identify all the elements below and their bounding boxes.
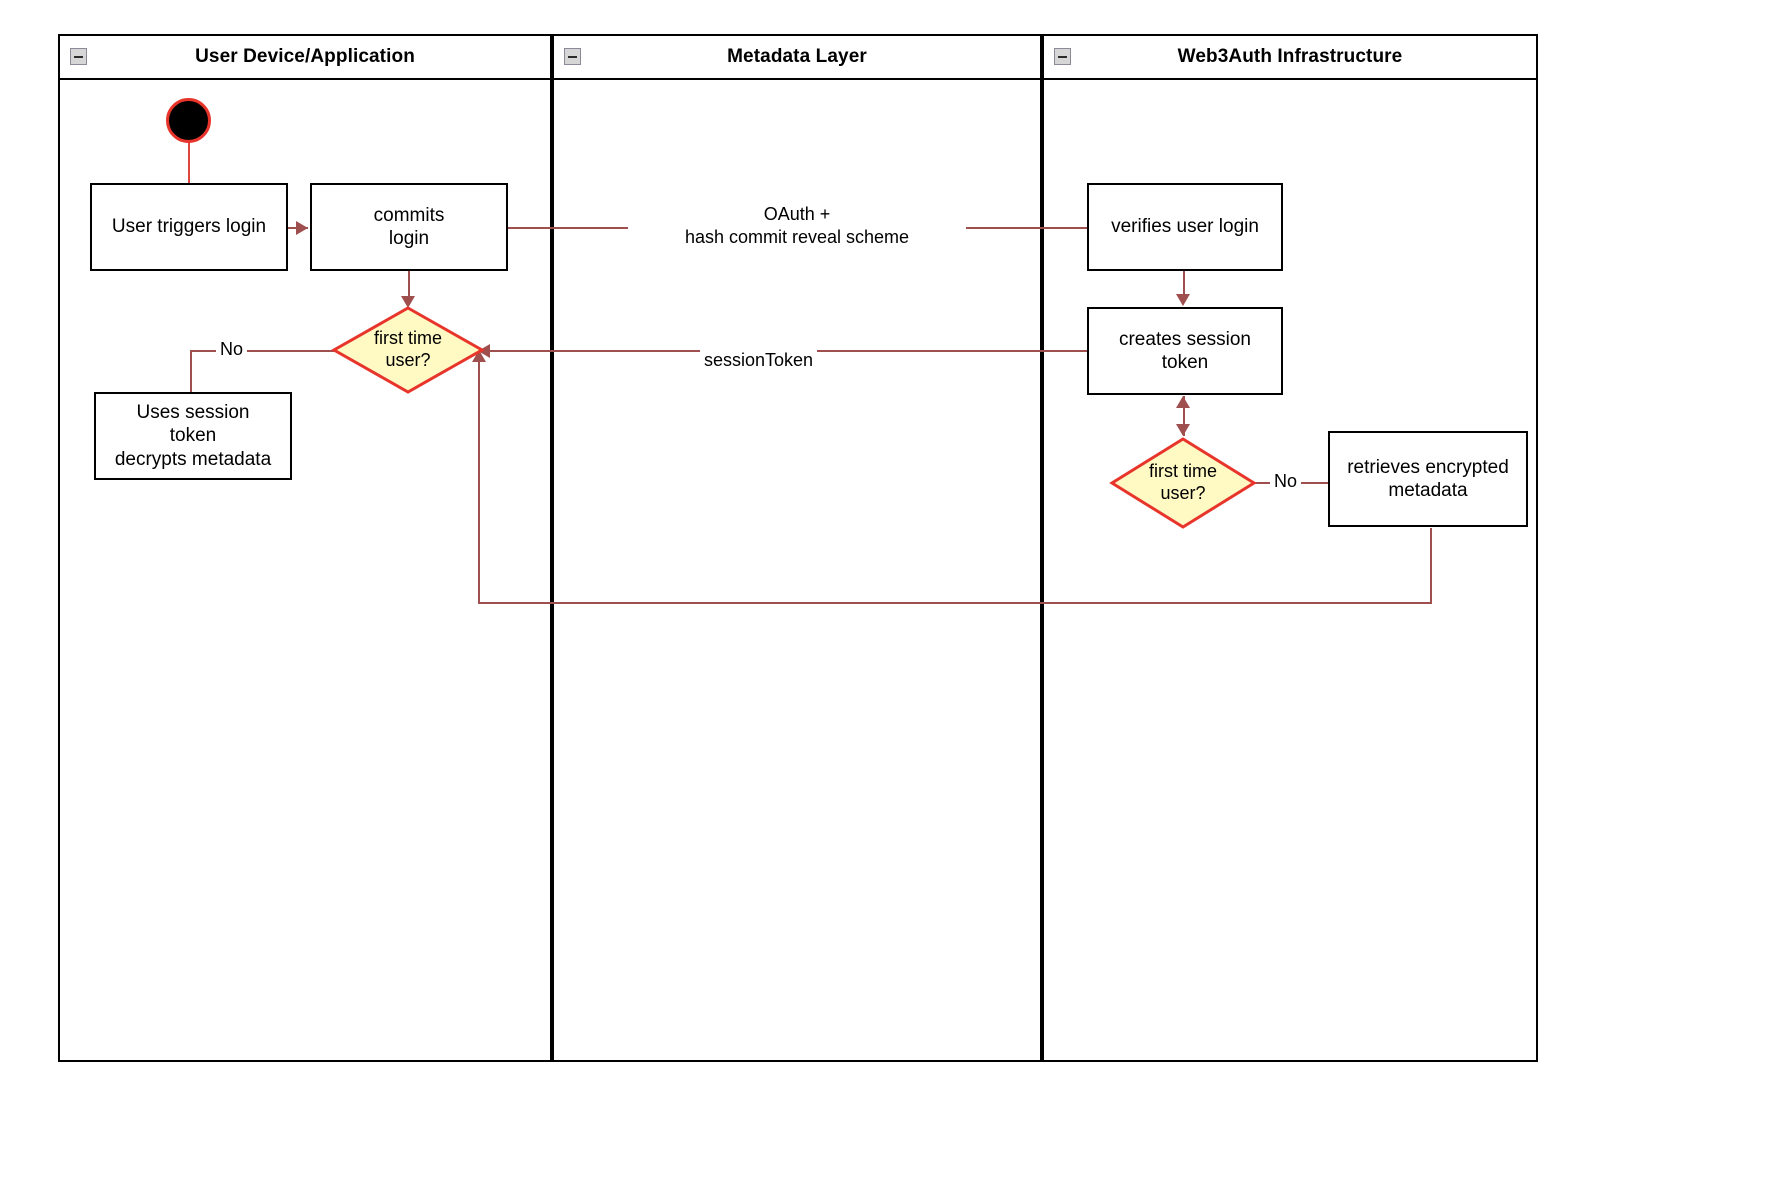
activity-creates-session-token[interactable]: creates session token xyxy=(1087,307,1283,395)
activity-commits-login-line2: login xyxy=(388,228,430,249)
edge-label-no-right: No xyxy=(1270,470,1302,493)
activity-retrieves-encrypted-metadata-line2: metadata xyxy=(1388,480,1468,501)
activity-user-triggers-login-label: User triggers login xyxy=(111,216,267,238)
swimlane-metadata-layer[interactable]: Metadata Layer xyxy=(552,34,1042,1062)
edge-label-session-token: sessionToken xyxy=(700,349,818,372)
swimlane-header-user-device: User Device/Application xyxy=(60,36,550,80)
activity-retrieves-encrypted-metadata[interactable]: retrieves encrypted metadata xyxy=(1328,431,1528,527)
swimlane-title-web3auth: Web3Auth Infrastructure xyxy=(1177,46,1403,67)
swimlane-header-web3auth: Web3Auth Infrastructure xyxy=(1044,36,1536,80)
edge-decision-left-no-vertical xyxy=(190,350,192,392)
arrowhead-up-to-creates-session-token xyxy=(1176,396,1190,408)
activity-verifies-user-login-label: verifies user login xyxy=(1111,216,1259,238)
arrowhead-down-to-decision-right xyxy=(1176,424,1190,436)
arrowhead-to-creates-session-token xyxy=(1176,294,1190,306)
activity-uses-session-token-line3: decrypts metadata xyxy=(114,448,272,470)
edge-retrieves-metadata-left xyxy=(478,602,1432,604)
edge-label-session-token-text: sessionToken xyxy=(704,350,814,370)
decision-right-label: first time user? xyxy=(1110,437,1256,529)
activity-uses-session-token-line2: token xyxy=(169,425,217,447)
minus-box-icon[interactable] xyxy=(70,48,87,65)
initial-node[interactable] xyxy=(166,98,211,143)
decision-left-label: first time user? xyxy=(332,306,484,394)
swimlane-title-user-device: User Device/Application xyxy=(195,46,415,67)
edge-start-to-user-triggers-login xyxy=(188,140,190,185)
decision-right-line1: first time xyxy=(1148,461,1217,482)
decision-first-time-user-right[interactable]: first time user? xyxy=(1109,437,1257,529)
activity-commits-login[interactable]: commits login xyxy=(310,183,508,271)
activity-creates-session-token-line1: creates session xyxy=(1118,328,1251,350)
activity-retrieves-encrypted-metadata-line1: retrieves encrypted xyxy=(1347,456,1509,478)
minus-box-icon[interactable] xyxy=(564,48,581,65)
activity-verifies-user-login[interactable]: verifies user login xyxy=(1087,183,1283,271)
arrowhead-to-commits-login xyxy=(296,221,308,235)
arrowhead-to-decision-left xyxy=(401,296,415,308)
activity-uses-session-token[interactable]: Uses session token decrypts metadata xyxy=(94,392,292,480)
edge-label-no-right-text: No xyxy=(1274,471,1298,491)
edge-retrieves-metadata-down xyxy=(1430,528,1432,604)
decision-first-time-user-left[interactable]: first time user? xyxy=(330,306,486,394)
edge-label-no-left: No xyxy=(216,338,248,361)
edge-label-oauth-line2: hash commit reveal scheme xyxy=(684,226,910,247)
swimlane-title-metadata-layer: Metadata Layer xyxy=(727,46,867,67)
edge-creates-session-token-to-decision-right xyxy=(1183,396,1185,436)
edge-commits-login-to-decision-left xyxy=(408,270,410,304)
decision-left-line2: user? xyxy=(385,350,431,370)
edge-label-oauth: OAuth + hash commit reveal scheme xyxy=(628,203,966,248)
edge-retrieves-metadata-up-to-decision-left xyxy=(478,360,480,604)
swimlane-header-metadata-layer: Metadata Layer xyxy=(554,36,1040,80)
edge-verifies-to-creates-session-token xyxy=(1183,270,1185,302)
activity-commits-login-line1: commits xyxy=(373,204,445,226)
minus-box-icon[interactable] xyxy=(1054,48,1071,65)
decision-right-shape xyxy=(1109,437,1257,529)
decision-left-line1: first time xyxy=(373,328,442,349)
edge-decision-left-no-horizontal xyxy=(190,350,348,352)
edge-label-no-left-text: No xyxy=(220,339,244,359)
activity-user-triggers-login[interactable]: User triggers login xyxy=(90,183,288,271)
decision-left-shape xyxy=(330,306,486,394)
edge-label-oauth-line1: OAuth + xyxy=(763,204,831,224)
decision-right-line2: user? xyxy=(1160,483,1206,503)
activity-uses-session-token-line1: Uses session xyxy=(136,402,250,424)
activity-creates-session-token-line2: token xyxy=(1161,352,1209,373)
